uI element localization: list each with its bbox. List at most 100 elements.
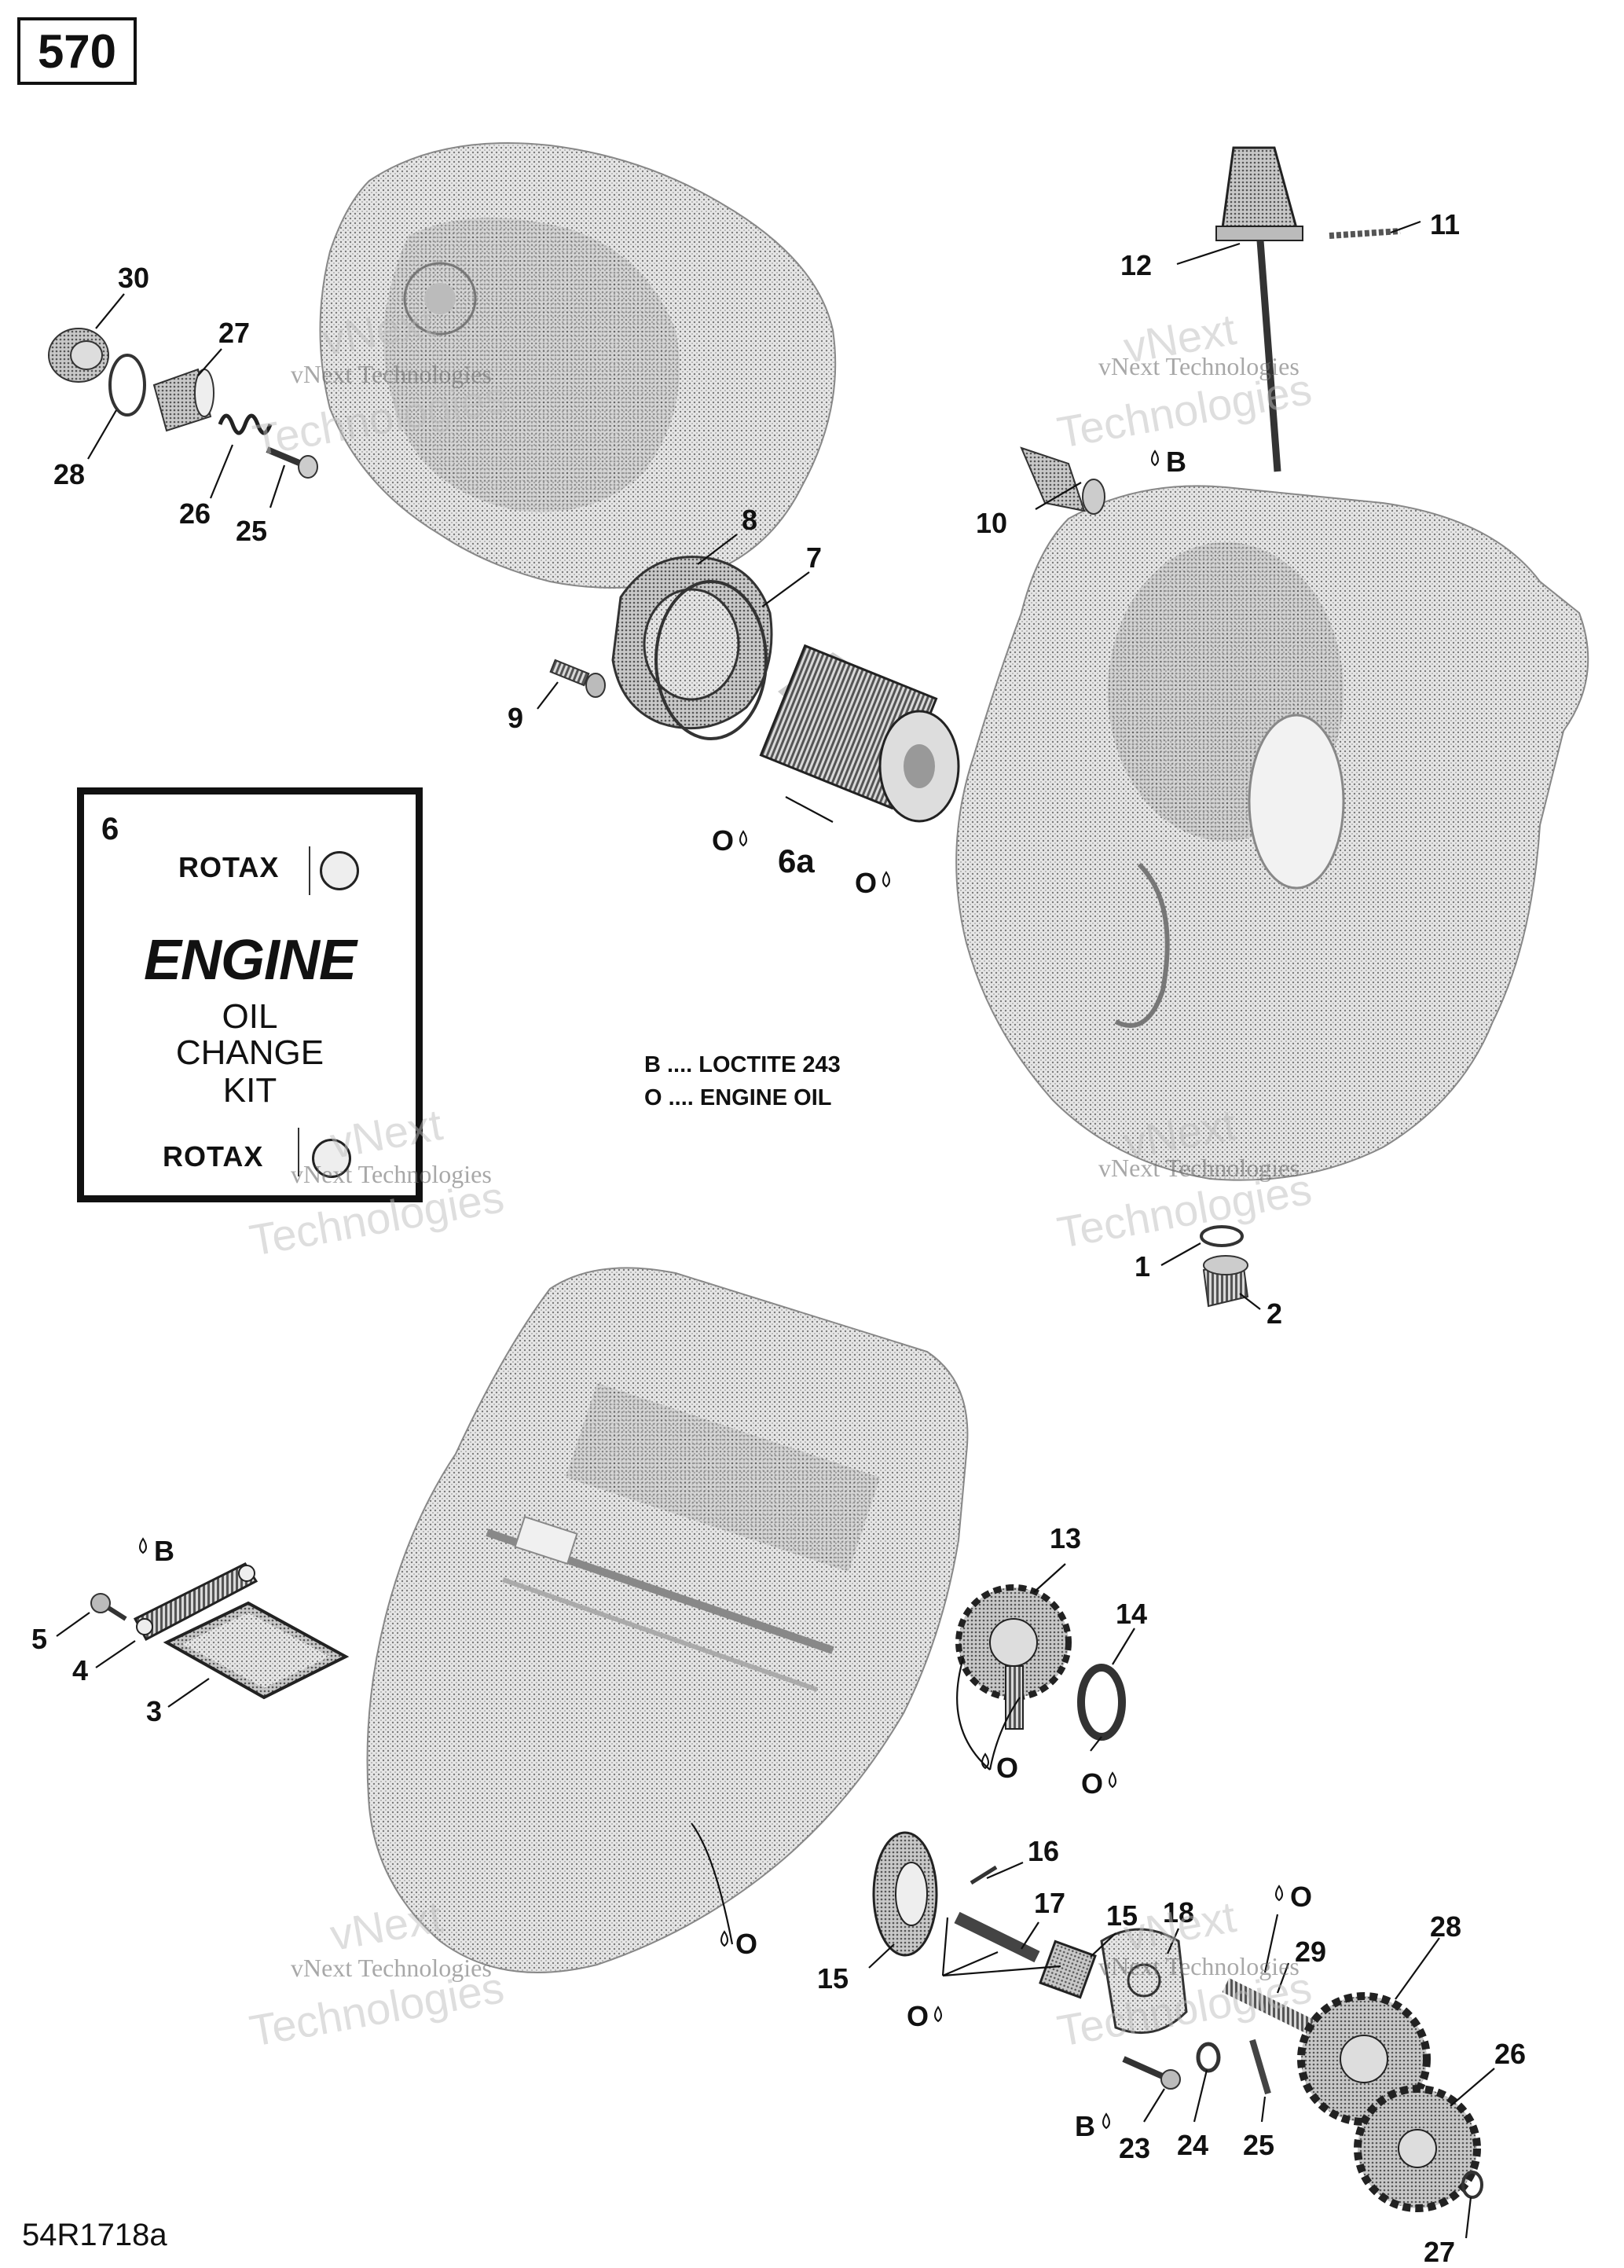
svg-text:O: O — [735, 1928, 757, 1960]
legend-loctite: B .... LOCTITE 243 — [644, 1052, 841, 1077]
watermark-text: vNext Technologies — [291, 1160, 492, 1188]
application-marks: B B B O O O O O O — [139, 446, 1312, 2142]
callout-14: 14 — [1116, 1598, 1147, 1630]
svg-text:O: O — [712, 824, 734, 857]
callout-25: 29 — [1295, 1936, 1326, 1968]
mark-b-part10: B — [1151, 446, 1186, 478]
callout-23: 27 — [1424, 2236, 1455, 2268]
lower-crankcase — [366, 1267, 969, 1973]
callout-21: 25 — [1243, 2129, 1274, 2161]
part-15-rotor-housing — [872, 1831, 938, 1957]
callout-15a: 15 — [817, 1962, 849, 1995]
brp-logo-icon — [312, 1139, 351, 1178]
callout-29: 28 — [53, 458, 85, 490]
brand-separator-icon — [298, 1128, 299, 1176]
document-reference: 54R1718a — [22, 2218, 167, 2252]
part-17-shaft — [954, 1911, 1040, 1963]
callout-30: 30 — [118, 262, 149, 294]
watermark-text: vNext Technologies — [1098, 1952, 1300, 1980]
callout-18: 18 — [1163, 1896, 1194, 1929]
callout-7: 7 — [806, 541, 822, 574]
part-14-seal — [1077, 1664, 1126, 1741]
part-12-dipstick — [1215, 146, 1303, 472]
callout-22: 26 — [1494, 2038, 1526, 2070]
svg-text:O: O — [855, 867, 877, 899]
callout-11: 11 — [1430, 208, 1460, 240]
leader-lines — [56, 220, 1495, 2239]
kit-line-kit: KIT — [222, 1071, 277, 1110]
part-11-o-ring — [1329, 228, 1401, 239]
part-21-pin — [1249, 2039, 1271, 2095]
part-25-shaft — [1222, 1978, 1316, 2035]
svg-text:B: B — [1166, 446, 1186, 478]
svg-text:O: O — [1081, 1767, 1103, 1800]
svg-text:O: O — [907, 2000, 929, 2032]
legend-engine-oil: O .... ENGINE OIL — [644, 1085, 832, 1110]
watermark-text: vNext Technologies — [1098, 1154, 1300, 1182]
kit-item-number: 6 — [101, 812, 119, 846]
watermark-text: vNext Technologies — [291, 1954, 492, 1982]
part-1-gasket — [1200, 1225, 1244, 1247]
svg-text:B: B — [154, 1535, 174, 1567]
callout-17: 17 — [1034, 1887, 1065, 1919]
part-5-screw — [90, 1593, 127, 1621]
callout-6a: 6a — [778, 842, 815, 879]
part-15-inner-rotor — [1039, 1940, 1097, 1999]
callout-labels: 30 27 28 26 25 8 7 9 6a 10 12 11 1 2 5 4… — [31, 208, 1526, 2268]
svg-text:O: O — [1290, 1881, 1312, 1913]
callout-16: 16 — [1028, 1835, 1059, 1867]
part-9-screw — [549, 659, 606, 698]
callout-5: 5 — [31, 1623, 47, 1655]
rotax-brand-top: ROTAX — [178, 851, 280, 883]
mark-b-part5: B — [139, 1535, 174, 1567]
part-2-drain-plug — [1202, 1255, 1249, 1308]
kit-line-oil: OIL — [222, 997, 278, 1036]
part-27-spring — [218, 413, 273, 435]
callout-15b: 15 — [1106, 1899, 1138, 1932]
side-cover-housing — [319, 142, 837, 589]
callout-8: 8 — [742, 504, 757, 536]
part-18-pump-cover — [1100, 1928, 1188, 2035]
callout-4: 4 — [72, 1654, 88, 1686]
part-22-gear — [1354, 2085, 1481, 2212]
part-4-bracket — [133, 1562, 258, 1642]
part-28-sleeve — [152, 368, 214, 432]
callout-20: 24 — [1177, 2129, 1208, 2161]
mark-o-crankcase: O — [720, 1928, 757, 1960]
callout-28: 27 — [218, 317, 250, 349]
page-number-box: 570 — [17, 17, 137, 85]
callout-12: 12 — [1120, 249, 1152, 281]
page-number: 570 — [37, 25, 117, 78]
part-19-screw — [1122, 2056, 1181, 2090]
callout-26: 25 — [236, 515, 267, 547]
part-10-fitting — [1020, 446, 1105, 515]
part-16-pin — [970, 1865, 998, 1885]
part-8-filter-cover — [611, 556, 773, 730]
mark-o-part6a: O — [855, 867, 890, 899]
mark-o-part14: O — [1081, 1767, 1116, 1800]
kit-line-change: CHANGE — [175, 1033, 324, 1072]
kit-title: ENGINE — [143, 929, 357, 992]
callout-9: 9 — [508, 702, 523, 734]
brp-logo-icon — [320, 851, 359, 890]
brand-separator-icon — [309, 846, 310, 895]
part-24-gear — [1297, 1992, 1431, 2126]
callout-2: 2 — [1267, 1297, 1282, 1330]
watermark-text: vNext Technologies — [291, 360, 492, 388]
part-20-washer — [1196, 2042, 1221, 2073]
svg-text:O: O — [996, 1752, 1018, 1784]
application-legend: B .... LOCTITE 243 O .... ENGINE OIL — [644, 1048, 841, 1114]
part-3-screen — [163, 1601, 350, 1700]
callout-1: 1 — [1135, 1250, 1150, 1283]
mark-o-parts15-17: O — [907, 2000, 942, 2032]
callout-19: 23 — [1119, 2132, 1150, 2164]
part-29-o-ring — [108, 354, 146, 417]
rotax-brand-bottom: ROTAX — [163, 1140, 264, 1173]
part-6a-oil-filter — [759, 644, 960, 823]
callout-24: 28 — [1430, 1910, 1461, 1943]
oil-change-kit-box: 6 ROTAX ENGINE OIL CHANGE KIT ROTAX — [77, 787, 423, 1202]
callout-13: 13 — [1050, 1522, 1081, 1554]
part-7-o-ring — [654, 580, 768, 740]
callout-10: 10 — [976, 507, 1007, 539]
